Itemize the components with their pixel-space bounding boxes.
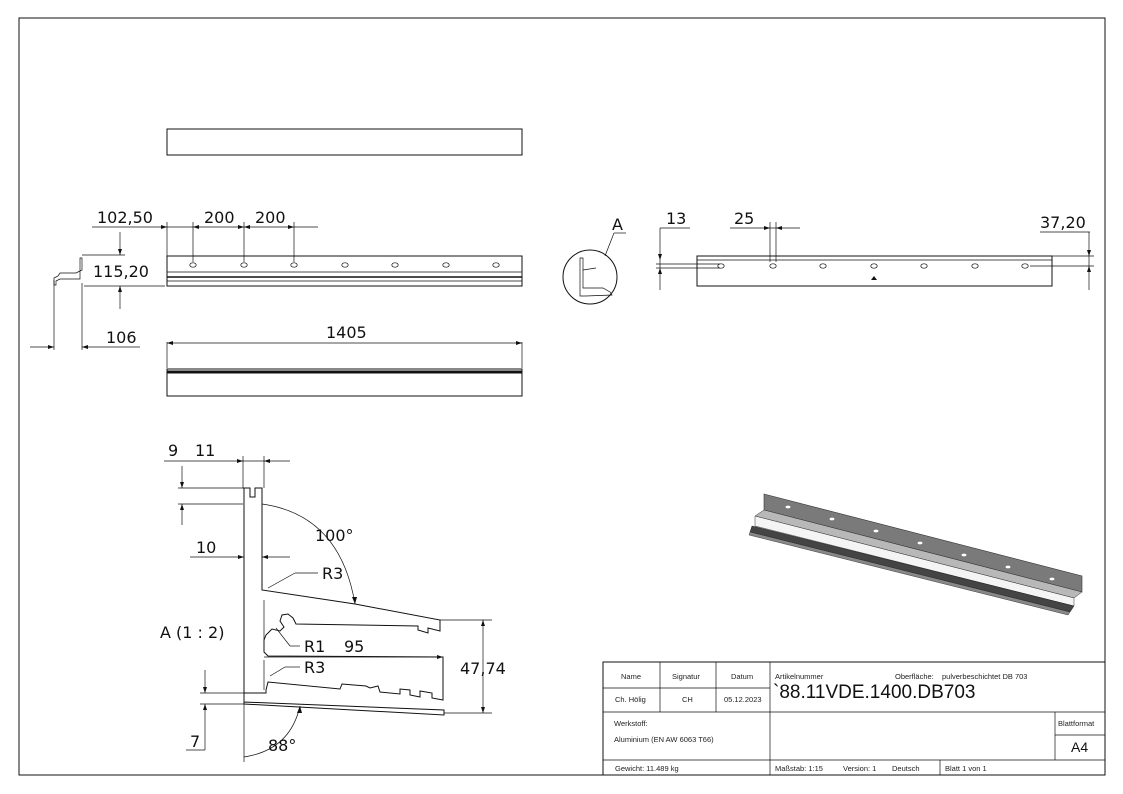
name-label: Name [621,672,641,681]
front-view-dimensions: 102,50 200 200 [92,208,318,262]
language: Deutsch [892,764,920,773]
dim-pitch-1: 200 [204,208,235,227]
dim-r3-top: R3 [322,564,343,583]
dim-pitch-2: 200 [255,208,286,227]
dim-95: 95 [344,637,364,656]
surface-value: pulverbeschichtet DB 703 [942,672,1027,681]
dim-section-11: 11 [195,441,215,460]
date-label: Datum [731,672,753,681]
dim-7: 7 [190,732,200,751]
front-view [166,255,523,287]
article-number: `88.11VDE.1400.DB703 [773,682,975,703]
format-value: A4 [1071,739,1088,755]
date-value: 05.12.2023 [724,695,762,704]
dim-depth: 106 [106,328,137,347]
dim-side-right: 37,20 [1040,213,1086,232]
weight: Gewicht: 11.489 kg [615,764,679,773]
section-a-label: A (1 : 2) [160,623,224,642]
sheet-number: Blatt 1 von 1 [945,764,987,773]
version: Version: 1 [843,764,876,773]
detail-a-label: A [612,215,623,234]
surface-label: Oberfläche: [895,672,934,681]
detail-a-callout: A [562,215,626,305]
signature-value: CH [682,695,693,704]
dim-length: 1405 [326,323,367,342]
dim-r3-bottom: R3 [304,658,325,677]
material-value: Aluminium (EN AW 6063 T66) [614,735,714,744]
dim-side-hole: 25 [734,209,754,228]
dim-side-offset: 13 [666,209,686,228]
format-label: Blattformat [1058,719,1095,728]
sheet-border [18,17,1106,776]
dim-offset: 102,50 [97,208,153,227]
name-value: Ch. Hölig [615,695,646,704]
dim-angle-88: 88° [268,736,296,755]
material-label: Werkstoff: [614,719,647,728]
isometric-view [748,493,1083,616]
title-block: Name Signatur Datum Ch. Hölig CH 05.12.2… [602,661,1106,776]
article-label: Artikelnummer [775,672,824,681]
section-a-profile: 9 11 10 100° R3 R1 95 R3 47,74 [160,441,506,762]
dim-section-10: 10 [196,538,216,557]
dim-r1: R1 [304,637,325,656]
profile-side-small: 115,20 106 [30,232,165,350]
dim-section-9: 9 [168,441,178,460]
top-view-outline [166,128,523,156]
side-view: 13 25 37,20 [656,209,1094,290]
dim-height: 115,20 [93,262,149,281]
dim-angle-100: 100° [315,526,354,545]
dim-47-74: 47,74 [460,659,506,678]
bottom-view: 1405 [166,323,523,397]
scale: Maßstab: 1:15 [775,764,823,773]
signature-label: Signatur [672,672,700,681]
